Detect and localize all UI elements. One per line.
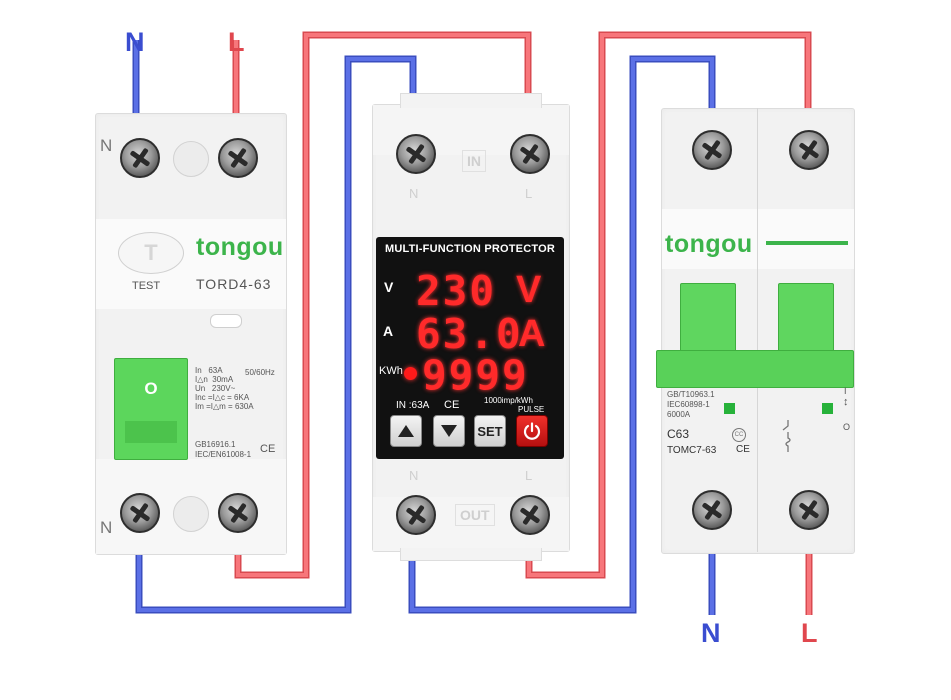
down-arrow-icon — [441, 425, 457, 437]
pulse-indicator-dot — [404, 367, 417, 380]
mcb-model: TOMC7-63 — [667, 445, 717, 456]
protector-screw-bottom-n — [396, 495, 436, 535]
label-bottom-neutral: N — [701, 618, 721, 648]
mcb-brand-logo: tongou — [665, 230, 753, 258]
mcb-arrow-icon: ↕ — [843, 396, 849, 408]
down-button[interactable] — [433, 415, 465, 447]
protector-bottom-n-label: N — [409, 468, 419, 483]
protector-bottom-cap — [400, 548, 542, 561]
energy-readout: 9999 — [422, 351, 529, 399]
protector-screw-top-l — [510, 134, 550, 174]
mcb-cert-icon: CC — [732, 428, 746, 442]
mcb-status-indicator-2 — [822, 403, 833, 414]
mcb-rating: C63 — [667, 427, 690, 441]
rcd-indicator-window — [210, 314, 242, 328]
mcb-handle-pole-2[interactable] — [778, 283, 834, 355]
protector-screw-bottom-l — [510, 495, 550, 535]
mcb-screw-top-2 — [789, 130, 829, 170]
current-readout: 63.0 — [416, 310, 523, 358]
protector-rating: IN :63A — [396, 400, 430, 411]
row-label-current: A — [383, 323, 394, 339]
rcd-handle-label: O — [144, 379, 158, 398]
label-top-live: L — [228, 27, 245, 57]
protector-top-n-label: N — [409, 186, 419, 201]
mcb-pole-divider — [757, 108, 758, 552]
mcb-toggle-bar[interactable] — [656, 350, 854, 388]
protector-ce-mark: CE — [444, 399, 460, 411]
set-button-label: SET — [477, 423, 503, 439]
power-icon — [523, 422, 541, 440]
protector-top-cap — [400, 93, 542, 108]
rcd-test-button[interactable]: T — [118, 232, 184, 274]
row-label-voltage: V — [384, 279, 394, 295]
rcd-breaker — [95, 113, 287, 555]
power-button[interactable] — [516, 415, 548, 447]
protector-screw-top-n — [396, 134, 436, 174]
mcb-screw-top-1 — [692, 130, 732, 170]
set-button[interactable]: SET — [474, 415, 506, 447]
rcd-standard-2: IEC/EN61008-1 — [195, 450, 252, 459]
rcd-toggle-handle[interactable]: O — [114, 358, 188, 460]
label-top-neutral: N — [125, 27, 145, 57]
protector-pulse-label: PULSE — [518, 405, 545, 414]
rcd-screw-bottom-l — [218, 493, 258, 533]
protector-display-panel: MULTI-FUNCTION PROTECTOR V 230 V A 63.0 … — [376, 237, 564, 459]
mcb-spec-3: 6000A — [667, 410, 691, 419]
mcb-screw-bottom-2 — [789, 490, 829, 530]
test-t-icon: T — [144, 240, 158, 265]
rcd-ce-mark: CE — [260, 443, 276, 455]
protector-bottom-l-label: L — [525, 468, 533, 483]
rcd-hole-top — [173, 141, 209, 177]
mcb-on-label: I — [844, 386, 847, 396]
rcd-terminal-label-top: N — [100, 136, 113, 155]
rcd-test-label: TEST — [132, 280, 161, 292]
mcb-status-indicator-1 — [724, 403, 735, 414]
rcd-screw-top-n — [120, 138, 160, 178]
voltage-unit: V — [516, 269, 542, 311]
label-bottom-live: L — [801, 618, 818, 648]
rcd-hole-bottom — [173, 496, 209, 532]
mcb-off-label: O — [843, 422, 851, 432]
mcb-handle-pole-1[interactable] — [680, 283, 736, 355]
voltage-readout: 230 — [416, 267, 497, 315]
current-unit: A — [518, 313, 546, 355]
mcb-screw-bottom-1 — [692, 490, 732, 530]
up-arrow-icon — [398, 425, 414, 437]
rcd-frequency: 50/60Hz — [245, 368, 275, 377]
protector-impulse-rate: 1000imp/kWh — [484, 396, 533, 405]
rcd-specs: In 63A I△n 30mA Un 230V~ Inc =I△c = 6KA … — [195, 366, 254, 411]
rcd-terminal-label-bottom: N — [100, 518, 113, 537]
protector-in-label: IN — [462, 150, 486, 172]
protector-top-l-label: L — [525, 186, 533, 201]
up-button[interactable] — [390, 415, 422, 447]
rcd-screw-top-l — [218, 138, 258, 178]
mcb-spec-1: GB/T10963.1 — [667, 390, 715, 399]
rcd-model: TORD4-63 — [196, 276, 272, 292]
rcd-standard-1: GB16916.1 — [195, 440, 236, 449]
protector-title: MULTI-FUNCTION PROTECTOR — [385, 243, 555, 255]
mcb-spec-2: IEC60898-1 — [667, 400, 710, 409]
rcd-brand-logo: tongou — [196, 233, 284, 261]
mcb-ce-mark: CE — [736, 444, 750, 455]
protector-out-label: OUT — [455, 504, 495, 526]
mcb-circuit-symbol-icon — [782, 420, 791, 452]
rcd-screw-bottom-n — [120, 493, 160, 533]
mcb-green-stripe — [766, 241, 848, 245]
row-label-energy: KWh — [379, 365, 403, 377]
